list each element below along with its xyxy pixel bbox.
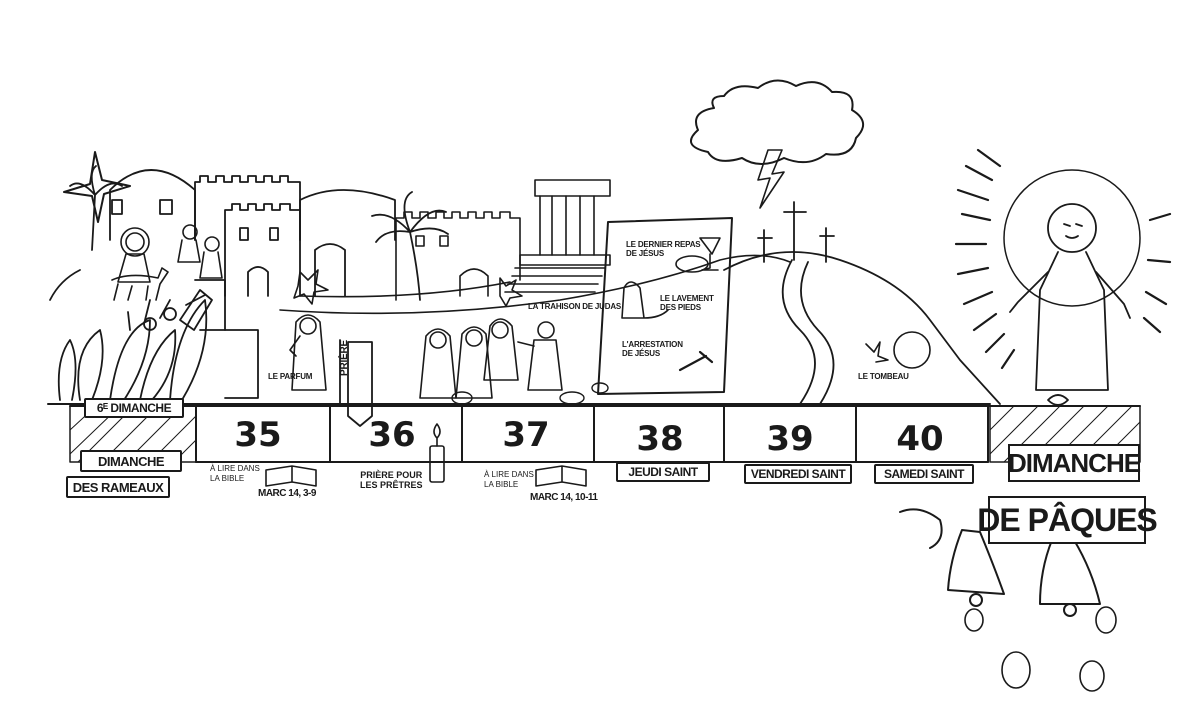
day-label-vendredi-saint: VENDREDI SAINT: [744, 464, 852, 484]
road: [279, 254, 791, 315]
day-label-jeudi-saint: JEUDI SAINT: [616, 462, 710, 482]
tomb: [865, 331, 931, 369]
figures-judas-betrayal: [419, 318, 563, 399]
star-icon: [63, 151, 131, 223]
city-wall: [395, 211, 521, 301]
crowd-figures: [177, 224, 223, 279]
woman-with-perfume: [289, 314, 327, 391]
label-le-tombeau: LE TOMBEAU: [858, 372, 909, 381]
jesus-on-donkey: [111, 227, 169, 301]
easter-sunday-line2: DE PÂQUES: [977, 496, 1158, 544]
bible-reference: MARC 14, 10-11: [530, 492, 598, 503]
day-number: 38: [636, 419, 684, 459]
week-label-sixth-sunday: 6ᴱ DIMANCHE: [84, 398, 184, 418]
temple: [504, 179, 611, 293]
jerusalem-town: [49, 165, 396, 301]
palm-sunday-line2: DES RAMEAUX: [66, 476, 170, 498]
palm-tree: [371, 191, 449, 301]
bible-reference: MARC 14, 3-9: [258, 488, 316, 499]
day-number: 40: [896, 419, 944, 459]
label-le-parfum: LE PARFUM: [268, 372, 313, 381]
label-la-trahison-de-judas: LA TRAHISON DE JUDAS: [528, 302, 622, 311]
label-priere-flag: PRIÈRE: [339, 339, 350, 376]
day-number: 36: [368, 415, 416, 455]
lightning-icon: [757, 149, 785, 209]
risen-jesus: [1003, 169, 1141, 406]
open-bible-icon: [535, 465, 587, 487]
palm-plants: [57, 279, 259, 401]
storm-cloud: [689, 79, 864, 165]
priere-flag: [339, 339, 373, 427]
easter-bells: [899, 508, 1101, 617]
rocks: [451, 382, 609, 405]
last-supper-panel: [597, 217, 733, 395]
golgotha-hill: [723, 201, 1001, 405]
burst-icon: [293, 269, 329, 305]
burst-icon: [499, 277, 523, 307]
easter-eggs: [964, 606, 1117, 692]
candle-icon: [429, 423, 445, 483]
day-label-samedi-saint: SAMEDI SAINT: [874, 464, 974, 484]
easter-sunday-line1: DIMANCHE: [1008, 444, 1141, 482]
day-number: 37: [502, 415, 550, 455]
day-number: 35: [234, 415, 282, 455]
day-number: 39: [766, 419, 814, 459]
palm-sunday-line1: DIMANCHE: [80, 450, 182, 472]
radiance-rays: [954, 148, 1172, 370]
open-bible-icon: [265, 465, 317, 487]
